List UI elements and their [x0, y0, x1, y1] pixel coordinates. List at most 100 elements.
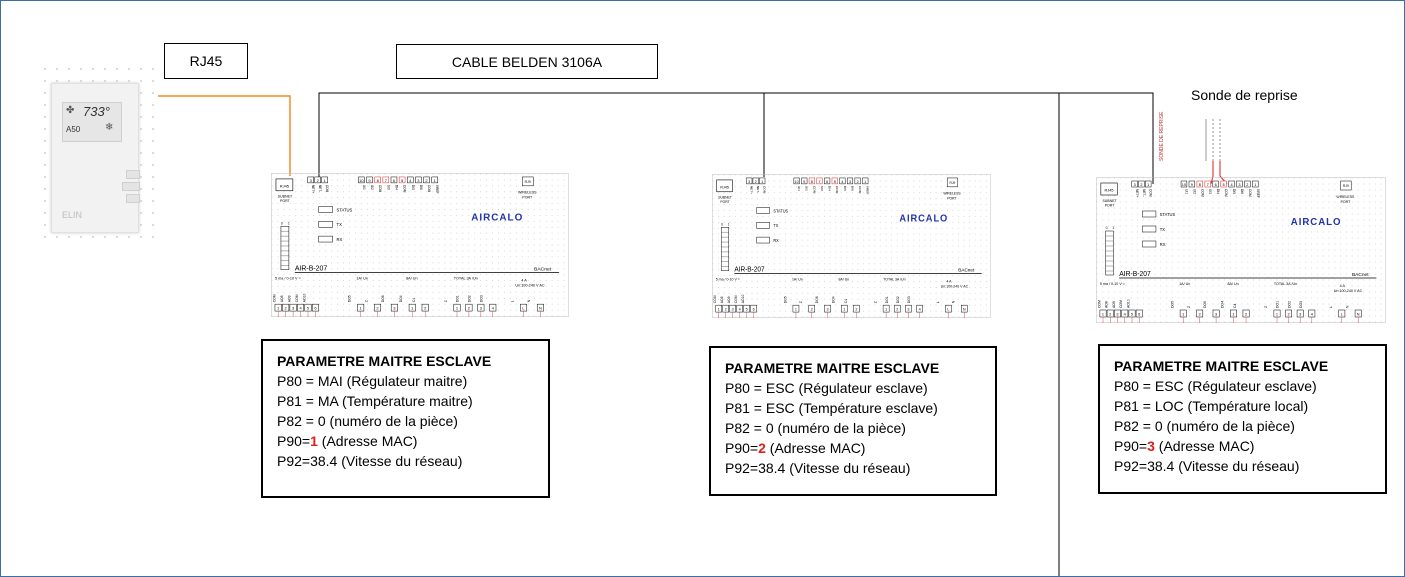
bottom-terminal-number: 3 [292, 306, 295, 311]
top-terminal-name: VREF [1256, 189, 1260, 198]
sonde-wires: SONDE DE REPRISE [1159, 111, 1228, 185]
bottom-terminal [945, 304, 952, 313]
top-terminal [746, 177, 753, 185]
bottom-terminal-name: DO5 [347, 295, 351, 302]
bottom-terminal-number: 3 [732, 308, 734, 312]
bottom-header: 8A/ Un [1227, 282, 1238, 286]
param-p90-suffix: (Adresse MAC) [765, 440, 866, 456]
thermostat-button-down[interactable] [126, 194, 140, 203]
top-terminal-name: DI5 [1232, 189, 1236, 194]
wireless-port-label-2: PORT [947, 197, 957, 201]
bottom-terminal-number: 6 [1138, 311, 1141, 316]
top-terminal-name: UI2 [1192, 189, 1196, 194]
bottom-terminal-number: 4 [1311, 311, 1314, 316]
bottom-terminal-number: N [539, 306, 542, 311]
bottom-terminal-name: COM [734, 295, 738, 303]
thermostat-button-up[interactable] [126, 170, 140, 179]
top-terminal-name: UI1 [797, 186, 801, 191]
bottom-terminal [421, 303, 429, 312]
led-indicator [1142, 210, 1157, 218]
top-terminal-number: 8 [377, 178, 380, 183]
sonde-label: Sonde de reprise [1191, 87, 1298, 103]
param-p82: P82 = 0 (numéro de la pièce) [1114, 418, 1295, 434]
top-terminal [1228, 180, 1235, 188]
bottom-terminal-name: AO10 [741, 294, 745, 303]
bottom-terminal-number: 2 [855, 308, 857, 312]
top-terminal-number: 8 [1199, 182, 1202, 187]
wireless-port-label-1: WIRELESS [518, 191, 537, 195]
top-terminal-name: COM [763, 186, 767, 194]
rj45-label: RJ45 [189, 53, 223, 69]
top-terminal-number: 8 [811, 180, 813, 184]
top-terminal [1212, 180, 1219, 188]
top-terminal [307, 176, 314, 184]
protocol-label: BACnet [534, 267, 552, 273]
param-p90-value: 3 [1147, 438, 1155, 454]
top-terminal-number: 4 [409, 178, 412, 183]
top-terminal-name: COM [427, 185, 431, 193]
dip-switch [721, 227, 729, 271]
fan-icon: ✤ [66, 105, 75, 116]
top-terminal-number: 4 [1230, 182, 1233, 187]
bottom-terminal-number: 3 [1299, 311, 1302, 316]
top-terminal-number: 6 [826, 180, 828, 184]
bottom-terminal-name: DO4 [832, 296, 836, 303]
bottom-terminal-number: 1 [411, 306, 413, 311]
bottom-terminal-number: 3 [827, 308, 829, 312]
top-terminal [846, 177, 854, 185]
bottom-terminal [722, 304, 729, 313]
bottom-terminal-name: L [1329, 306, 1333, 308]
param-title: PARAMETRE MAITRE ESCLAVE [277, 353, 492, 369]
bottom-header: Un:100-240 V AC [941, 284, 969, 288]
brand-logo: AIRCALO [471, 212, 523, 223]
bottom-terminal-number: 1 [277, 306, 279, 311]
param-title: PARAMETRE MAITRE ESCLAVE [725, 360, 940, 376]
top-terminal-name: COM [835, 186, 839, 194]
bottom-terminal-name: COM [272, 294, 276, 302]
bottom-terminal-number: 2 [468, 306, 470, 311]
rj45-cable [158, 95, 291, 176]
bottom-terminal-number: 5 [746, 308, 748, 312]
bottom-header: 1A/ Un [1179, 282, 1190, 286]
bottom-terminal-name: DO2 [1287, 301, 1291, 308]
bottom-terminal-number: 4 [299, 306, 302, 311]
top-terminal [366, 176, 373, 184]
top-terminal [1220, 180, 1227, 188]
bottom-terminal-number: 2 [1109, 311, 1111, 316]
top-terminal [374, 176, 381, 184]
bottom-terminal-number: 4 [492, 306, 495, 311]
led-indicator [318, 235, 333, 243]
thermostat-display-value: 733° [83, 104, 110, 119]
thermostat-mode-text: A50 [66, 125, 81, 134]
top-terminal-name: COM [1248, 189, 1252, 197]
rj9-port-label: RJ9 [950, 181, 956, 185]
top-terminal-number: 3 [1134, 182, 1137, 187]
bottom-terminal-number: N [963, 308, 966, 312]
cable-label: CABLE BELDEN 3106A [451, 53, 603, 70]
bottom-terminal-number: 1 [456, 306, 458, 311]
thermostat-brand: ELIN [62, 210, 83, 220]
bottom-terminal-name: DO2 [468, 295, 472, 302]
bottom-terminal-number: 3 [1116, 311, 1119, 316]
bottom-header: 8A/ Un [406, 277, 418, 281]
controller-drawing: RJ45SUBNETPORT3NET+2NET-1COM10UI19UI28CO… [1096, 177, 1386, 323]
bottom-header: 5 ma / 0-10 V = [275, 277, 301, 281]
thermostat-screen: ✤ 733° A50 ❄ [62, 102, 122, 142]
bottom-terminal [297, 303, 305, 312]
bottom-header: 8A/ Un [838, 277, 849, 281]
top-terminal-number: 2 [857, 180, 859, 184]
led-label: STATUS [1160, 212, 1176, 217]
led-label: TX [1160, 227, 1165, 232]
bottom-terminal-name: DO6 [815, 296, 819, 303]
thermostat-button-mode[interactable] [122, 182, 140, 191]
bottom-terminal-number: 4 [919, 308, 922, 312]
bottom-terminal-name: DO3 [907, 296, 911, 303]
bottom-terminal-number: 2 [376, 306, 378, 311]
top-terminal [321, 176, 328, 184]
bottom-terminal-name: COM [1119, 300, 1123, 308]
bottom-terminal [390, 303, 398, 312]
bottom-terminal-name: Z [1264, 306, 1268, 308]
bottom-terminal-name: DO6 [1203, 301, 1207, 308]
bottom-terminal-name: DO4 [1221, 301, 1225, 308]
